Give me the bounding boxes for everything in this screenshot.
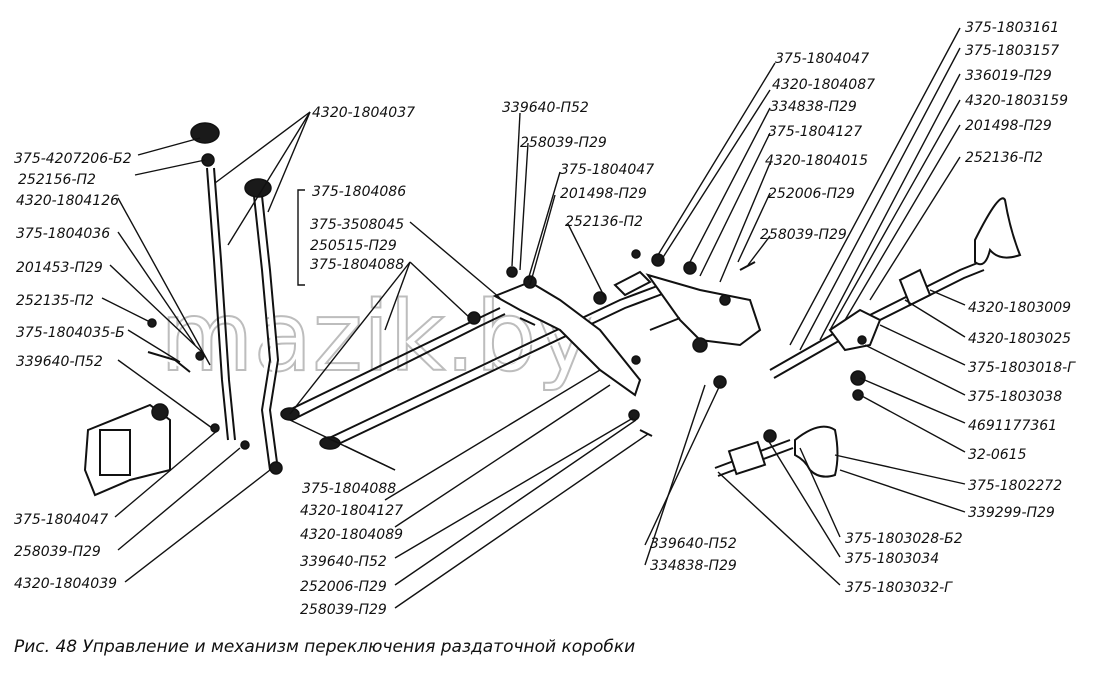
part-label: 339640-П52 [650,536,737,552]
part-label: 339640-П52 [502,100,589,116]
part-label: 201498-П29 [560,186,647,202]
part-label: 252006-П29 [300,579,387,595]
part-label: 375-1803161 [965,20,1059,36]
part-label: 4320-1803025 [968,331,1071,347]
part-label: 258039-П29 [520,135,607,151]
part-label: 375-1804035-Б [16,325,125,341]
part-label: 4320-1804089 [300,527,403,543]
part-label: 375-1804047 [775,51,869,67]
part-label: 252135-П2 [16,293,94,309]
part-label: 4320-1804015 [765,153,868,169]
part-label: 339299-П29 [968,505,1055,521]
part-label: 4320-1804039 [14,576,117,592]
part-label: 201498-П29 [965,118,1052,134]
part-label: 375-1804088 [302,481,396,497]
part-label: 375-1804086 [312,184,406,200]
part-label: 375-1804127 [768,124,862,140]
part-label: 258039-П29 [14,544,101,560]
part-label: 375-1804047 [560,162,654,178]
part-label: 252136-П2 [565,214,643,230]
part-label: 334838-П29 [770,99,857,115]
part-label: 4320-1804127 [300,503,403,519]
part-label: 4320-1804087 [772,77,875,93]
part-label: 339640-П52 [300,554,387,570]
part-label: 375-1803032-Г [845,580,953,596]
part-label: 4691177361 [968,418,1057,434]
part-label: 258039-П29 [760,227,847,243]
leader-lines [101,27,966,609]
part-label: 252156-П2 [18,172,96,188]
part-label: 375-1804088 [310,257,404,273]
part-label: 250515-П29 [310,238,397,254]
part-label: 32-0615 [968,447,1027,463]
part-label: 4320-1804037 [312,105,415,121]
part-label: 375-4207206-Б2 [14,151,132,167]
part-label: 375-1803028-Б2 [845,531,963,547]
part-label: 4320-1804126 [16,193,119,209]
part-label: 339640-П52 [16,354,103,370]
part-label: 375-1803018-Г [968,360,1076,376]
part-label: 375-1804047 [14,512,108,528]
part-label: 375-3508045 [310,217,404,233]
part-label: 258039-П29 [300,602,387,618]
part-label: 375-1804036 [16,226,110,242]
part-label: 201453-П29 [16,260,103,276]
part-label: 334838-П29 [650,558,737,574]
part-labels: 375-4207206-Б2 252156-П2 4320-1804126 37… [14,20,1076,618]
parts-drawing [83,122,1022,497]
part-label: 375-1803157 [965,43,1059,59]
part-label: 4320-1803159 [965,93,1068,109]
part-label: 336019-П29 [965,68,1052,84]
part-label: 4320-1803009 [968,300,1071,316]
part-label: 375-1803038 [968,389,1062,405]
part-label: 252136-П2 [965,150,1043,166]
figure-caption: Рис. 48 Управление и механизм переключен… [14,637,635,657]
part-label: 375-1802272 [968,478,1062,494]
part-label: 375-1803034 [845,551,939,567]
part-label: 252006-П29 [768,186,855,202]
